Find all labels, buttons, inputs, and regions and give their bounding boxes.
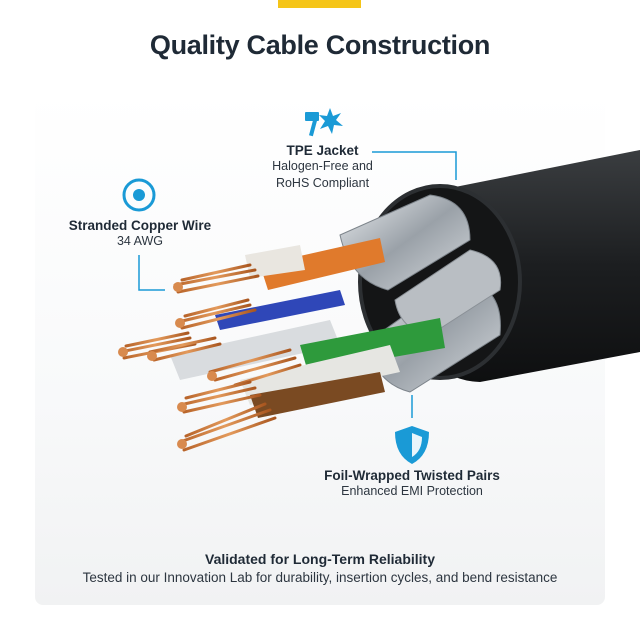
callout-foil-title: Foil-Wrapped Twisted Pairs xyxy=(324,468,500,483)
foil-pair-back xyxy=(394,249,502,336)
copper-tips xyxy=(118,282,217,449)
accent-bar xyxy=(278,0,361,8)
wire-orange xyxy=(260,238,385,290)
callout-copper-sub: 34 AWG xyxy=(116,234,164,248)
callout-foil-sub: Enhanced EMI Protection xyxy=(341,484,483,498)
callout-jacket: TPE Jacket Halogen-Free and RoHS Complia… xyxy=(250,143,395,192)
copper-strands xyxy=(118,263,302,452)
wire-white-orange xyxy=(245,245,305,278)
page-title: Quality Cable Construction xyxy=(149,30,491,60)
hammer-spark-icon xyxy=(305,108,343,137)
callout-copper-title: Stranded Copper Wire xyxy=(68,218,212,233)
shield-icon xyxy=(395,426,429,464)
callout-copper: Stranded Copper Wire 34 AWG xyxy=(60,218,220,250)
target-icon xyxy=(122,178,156,212)
callout-jacket-sub1: Halogen-Free and xyxy=(272,159,373,173)
callout-jacket-sub2: RoHS Compliant xyxy=(275,176,370,190)
wire-brown xyxy=(250,372,385,418)
footer-subtitle: Tested in our Innovation Lab for durabil… xyxy=(82,570,558,585)
leader-copper xyxy=(138,255,165,291)
wire-blue xyxy=(215,290,345,330)
callout-foil: Foil-Wrapped Twisted Pairs Enhanced EMI … xyxy=(312,468,512,500)
wire-white xyxy=(170,320,340,380)
footer-title: Validated for Long-Term Reliability xyxy=(205,551,435,567)
callout-jacket-title: TPE Jacket xyxy=(286,143,359,158)
leader-jacket xyxy=(372,151,457,180)
